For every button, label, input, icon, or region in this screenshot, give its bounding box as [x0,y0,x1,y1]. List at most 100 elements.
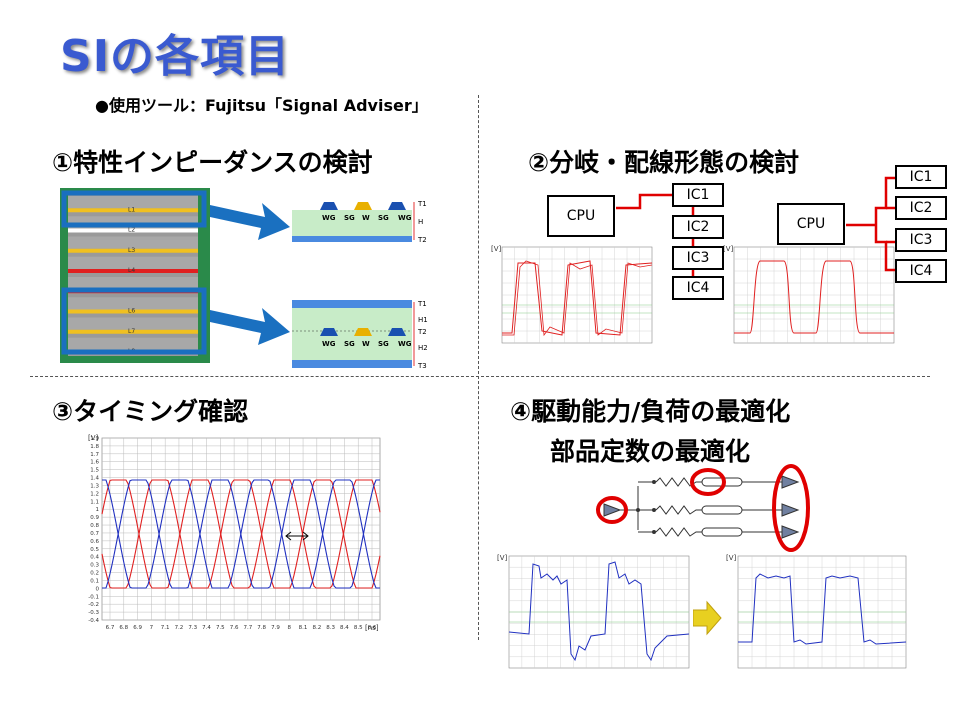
stack-layer-label: L3 [128,247,135,254]
timing-eye-chart: [V] [ns] 1.91.81.71.61.51.41.31.21.110.9… [88,434,381,632]
trace-label: WG [398,214,412,222]
ic-box-left-4: IC4 [672,276,724,300]
timing-x-tick: 8.5 [354,625,363,631]
timing-y-tick: -0.2 [88,602,99,608]
timing-y-tick: 1.6 [90,460,99,466]
timing-x-tick: 7.5 [216,625,225,631]
dimension-label: T3 [417,362,427,370]
timing-y-tick: 0.9 [90,515,99,521]
trace-label: W [362,340,370,348]
timing-x-tick: 8.6 [368,625,377,631]
after-waveform: [V] [726,554,907,669]
section-4-subheading: 部品定数の最適化 [550,437,751,466]
tool-note: ●使用ツール：Fujitsu「Signal Adviser」 [95,96,428,115]
timing-y-tick: 1.8 [90,444,99,450]
transmission-line-symbol [701,527,743,537]
ic-box-left-1: IC1 [672,183,724,207]
timing-x-tick: 7.4 [202,625,211,631]
trace-label: SG [344,214,355,222]
timing-x-tick: 7.8 [257,625,266,631]
stack-layer-label: L7 [128,328,135,335]
trace-label: SG [344,340,355,348]
timing-y-tick: 1 [96,507,100,513]
timing-y-tick: 0.8 [90,523,99,529]
timing-y-tick: 0.4 [90,555,99,561]
timing-x-tick: 7.2 [175,625,184,631]
receiver-symbol [781,525,800,539]
timing-y-tick: 0.5 [90,547,99,553]
timing-y-tick: 1.7 [90,452,99,458]
timing-x-unit: [ns] [365,624,379,632]
ic-box-right-4: IC4 [895,259,947,283]
dimension-label: T2 [417,236,427,244]
ic-box-left-3: IC3 [672,246,724,270]
timing-x-tick: 7.7 [244,625,253,631]
timing-x-tick: 7.6 [230,625,239,631]
dimension-label: T1 [417,200,427,208]
page-title: SIの各項目 [60,31,291,82]
ic-box-left-2: IC2 [672,215,724,239]
section-4-heading: ④駆動能力/負荷の最適化 [510,397,791,426]
trace-label: SG [378,214,389,222]
timing-y-tick: 0.1 [90,578,99,584]
section-3-heading: ③タイミング確認 [52,397,249,426]
timing-x-tick: 8 [288,625,292,631]
timing-x-tick: 7.9 [271,625,280,631]
stack-layer-label: L1 [128,206,135,213]
ic-box-right-2: IC2 [895,196,947,220]
stack-layer-label: L4 [128,267,135,274]
timing-y-tick: -0.1 [88,594,99,600]
timing-y-tick: 1.4 [90,476,99,482]
svg-text:[V]: [V] [491,245,502,253]
improvement-arrow [693,600,722,636]
vertical-divider [478,95,479,640]
section-2-heading: ②分岐・配線形態の検討 [528,148,800,177]
trace-label: SG [378,340,389,348]
ic-box-right-3: IC3 [895,228,947,252]
timing-x-tick: 7.1 [161,625,170,631]
timing-y-tick: 1.2 [90,491,99,497]
cpu-box-right: CPU [777,203,845,245]
timing-y-unit: [V] [88,434,99,442]
svg-text:[V]: [V] [726,554,737,562]
microstrip-cross-section: WG SG W SG WG T1H T2 [292,200,427,244]
timing-x-tick: 6.7 [106,625,115,631]
dimension-label: T1 [417,300,427,308]
resistor-symbol [655,477,702,487]
section-1-heading: ①特性インピーダンスの検討 [52,148,373,177]
arrow-to-microstrip [210,203,290,240]
driver-circuit-diagram [596,464,810,552]
timing-x-tick: 7 [150,625,154,631]
timing-y-tick: 1.3 [90,483,99,489]
dimension-label: H2 [418,344,428,352]
resistor-symbol [655,527,702,537]
stack-layer-label: L6 [128,308,135,315]
branch-waveform-right: [V] [723,245,895,344]
topology-right-wires [846,176,896,272]
timing-x-tick: 8.2 [312,625,321,631]
resistor-symbol [655,505,702,515]
branch-waveform-left: [V] [491,245,653,344]
timing-trace-red [101,479,381,589]
cpu-box-left: CPU [547,195,615,237]
timing-y-tick: 1.1 [90,499,99,505]
transmission-line-symbol [701,505,743,515]
trace-label: W [362,214,370,222]
timing-x-tick: 6.8 [119,625,128,631]
timing-x-tick: 6.9 [133,625,142,631]
ic-box-right-1: IC1 [895,165,947,189]
svg-text:[V]: [V] [723,245,734,253]
timing-y-tick: 1.9 [90,436,99,442]
svg-text:[V]: [V] [497,554,508,562]
trace-label: WG [398,340,412,348]
timing-y-tick: 0.6 [90,539,99,545]
timing-x-tick: 8.3 [326,625,335,631]
timing-y-tick: 0 [96,586,100,592]
timing-x-tick: 8.1 [299,625,308,631]
trace-label: WG [322,214,336,222]
timing-measure-arrow [285,531,309,541]
dimension-label: H [418,218,423,226]
before-waveform: [V] [497,554,690,669]
